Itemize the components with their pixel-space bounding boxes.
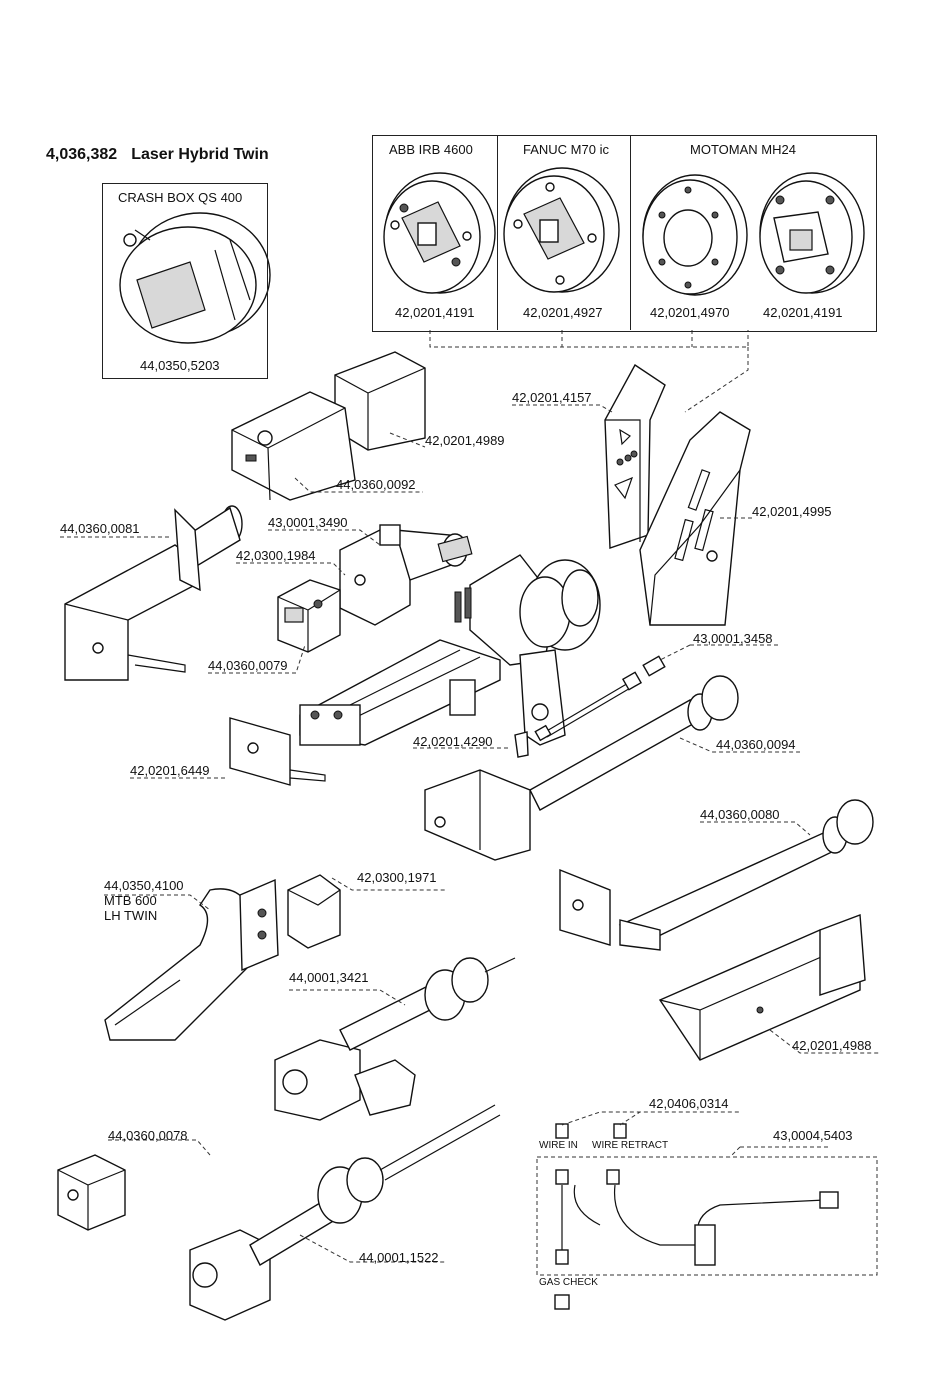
callout-3458: 43,0001,3458: [693, 631, 773, 646]
optics-3421-drawing: [274, 957, 516, 1121]
arm-0080-drawing: [559, 799, 874, 951]
adapter-part-abb: 42,0201,4191: [395, 305, 475, 320]
adapter-table-divider-1: [497, 136, 498, 330]
bracket-0081-drawing: [64, 505, 243, 681]
callout-4100-model: MTB 600: [104, 893, 157, 908]
title-number: 4,036,382: [46, 146, 118, 163]
hose-assembly-drawing: [555, 1169, 839, 1266]
callout-1984: 42,0300,1984: [236, 548, 316, 563]
mount-motor-drawing: [454, 554, 601, 746]
callout-0081: 44,0360,0081: [60, 521, 140, 536]
base-4988-drawing: [658, 914, 866, 1061]
callout-0080: 44,0360,0080: [700, 807, 780, 822]
adapter-header-motoman: MOTOMAN MH24: [690, 142, 796, 157]
callout-0314: 42,0406,0314: [649, 1096, 729, 1111]
title-name: Laser Hybrid Twin: [131, 146, 269, 163]
callout-4100-variant: LH TWIN: [104, 908, 158, 923]
cable-3458-drawing: [534, 655, 666, 742]
adapter-part-fanuc: 42,0201,4927: [523, 305, 603, 320]
callout-1522: 44,0001,1522: [359, 1250, 439, 1265]
adapter-abb-drawing: [383, 172, 496, 294]
wire-retract-label: WIRE RETRACT: [592, 1140, 669, 1151]
callout-4995: 42,0201,4995: [752, 504, 832, 519]
crash-box-label: CRASH BOX QS 400: [118, 190, 243, 205]
callout-0092: 44,0360,0092: [336, 477, 416, 492]
callout-6449: 42,0201,6449: [130, 763, 210, 778]
wire-retract-fitting-icon: [613, 1123, 627, 1139]
mount-block-0079-drawing: [277, 579, 341, 653]
callout-4988: 42,0201,4988: [792, 1038, 872, 1053]
adapter-table-divider-2: [630, 136, 631, 330]
adapter-fanuc-drawing: [503, 167, 620, 293]
callout-4989: 42,0201,4989: [425, 433, 505, 448]
adapter-motoman-2-drawing: [759, 172, 865, 294]
torch-body-1522-drawing: [189, 1104, 501, 1321]
callout-3421: 44,0001,3421: [289, 970, 369, 985]
cap-1971-drawing: [287, 874, 341, 949]
callout-4100-number: 44,0350,4100: [104, 878, 184, 893]
callout-0094: 44,0360,0094: [716, 737, 796, 752]
page-title: 4,036,382 Laser Hybrid Twin: [46, 146, 269, 164]
carriage-rail-drawing: [299, 639, 501, 746]
adapter-header-abb: ABB IRB 4600: [389, 142, 473, 157]
callout-4290: 42,0201,4290: [413, 734, 493, 749]
adapter-motoman-1-drawing: [642, 174, 748, 296]
gas-check-label: GAS CHECK: [539, 1277, 598, 1288]
adapter-part-motoman-2: 42,0201,4191: [763, 305, 843, 320]
plate-6449-drawing: [229, 717, 326, 786]
bracket-4995-drawing: [639, 411, 751, 626]
wire-in-label: WIRE IN: [539, 1140, 578, 1151]
clip-4290-drawing: [514, 731, 529, 758]
adapter-header-fanuc: FANUC M70 ic: [523, 142, 609, 157]
adapter-part-motoman-1: 42,0201,4970: [650, 305, 730, 320]
crash-box-frame: [102, 183, 268, 379]
callout-0078: 44,0360,0078: [108, 1128, 188, 1143]
crash-box-drawing: [119, 212, 271, 344]
adapter-table: [372, 135, 877, 332]
bracket-4157-drawing: [604, 363, 666, 549]
gas-check-fitting-icon: [554, 1294, 570, 1310]
arm-tube-0094-drawing: [424, 675, 739, 861]
crash-box-part-number: 44,0350,5203: [140, 358, 220, 373]
hood-housing-drawing: [231, 351, 426, 501]
block-0078-drawing: [57, 1154, 126, 1231]
wire-in-fitting-icon: [555, 1123, 569, 1139]
callout-1971: 42,0300,1971: [357, 870, 437, 885]
callout-4100: 44,0350,4100 MTB 600 LH TWIN: [104, 878, 184, 923]
callout-3490: 43,0001,3490: [268, 515, 348, 530]
callout-4157: 42,0201,4157: [512, 390, 592, 405]
callout-0079: 44,0360,0079: [208, 658, 288, 673]
torch-neck-4100-drawing: [104, 878, 279, 1041]
drive-unit-drawing: [339, 524, 473, 626]
callout-5403: 43,0004,5403: [773, 1128, 853, 1143]
